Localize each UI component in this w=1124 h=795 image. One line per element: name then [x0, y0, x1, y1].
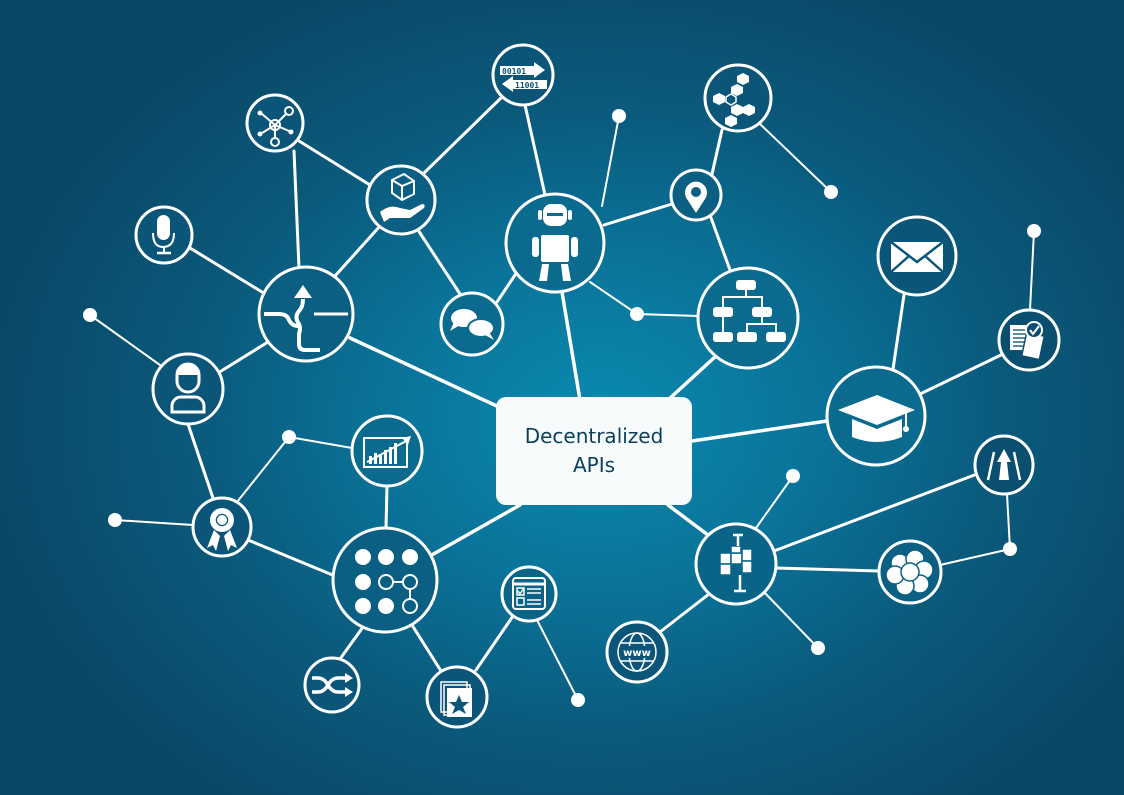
center-title-line1: Decentralized	[524, 424, 664, 448]
shuffle-icon[interactable]	[303, 656, 361, 714]
microphone-icon[interactable]	[134, 205, 194, 265]
award-ribbon-icon[interactable]	[191, 496, 253, 558]
robot-icon[interactable]	[504, 192, 606, 294]
document-check-icon[interactable]	[997, 308, 1061, 372]
center-title-line2: APIs	[572, 453, 616, 477]
network-node-icon[interactable]	[245, 93, 305, 153]
checklist-form-icon[interactable]	[500, 565, 558, 623]
chat-bubbles-icon[interactable]	[439, 291, 505, 357]
decentralized-apis-box[interactable]: Decentralized APIs	[496, 397, 692, 505]
binary-transfer-icon[interactable]: 00101 11001	[491, 43, 555, 107]
merge-arrow-icon[interactable]	[257, 265, 355, 363]
cube-structure-icon[interactable]	[694, 522, 778, 606]
www-globe-icon[interactable]: www	[605, 620, 669, 684]
road-arrow-icon[interactable]	[973, 434, 1035, 496]
endpoint-dots	[83, 109, 1041, 707]
connection-lines	[89, 95, 1035, 701]
svg-text:www: www	[623, 648, 651, 659]
svg-text:11001: 11001	[515, 81, 539, 90]
envelope-icon[interactable]	[876, 215, 958, 297]
hexagon-molecule-icon[interactable]	[703, 63, 773, 133]
growth-chart-icon[interactable]	[350, 414, 424, 488]
location-pin-icon[interactable]	[669, 168, 723, 222]
svg-text:00101: 00101	[502, 67, 526, 76]
hand-package-icon[interactable]	[365, 164, 437, 236]
flowchart-icon[interactable]	[696, 266, 800, 370]
starred-documents-icon[interactable]	[425, 665, 489, 729]
graduation-cap-icon[interactable]	[825, 365, 927, 467]
flower-cluster-icon[interactable]	[877, 539, 943, 605]
pattern-lock-icon[interactable]	[331, 526, 439, 634]
user-icon[interactable]	[151, 352, 225, 426]
